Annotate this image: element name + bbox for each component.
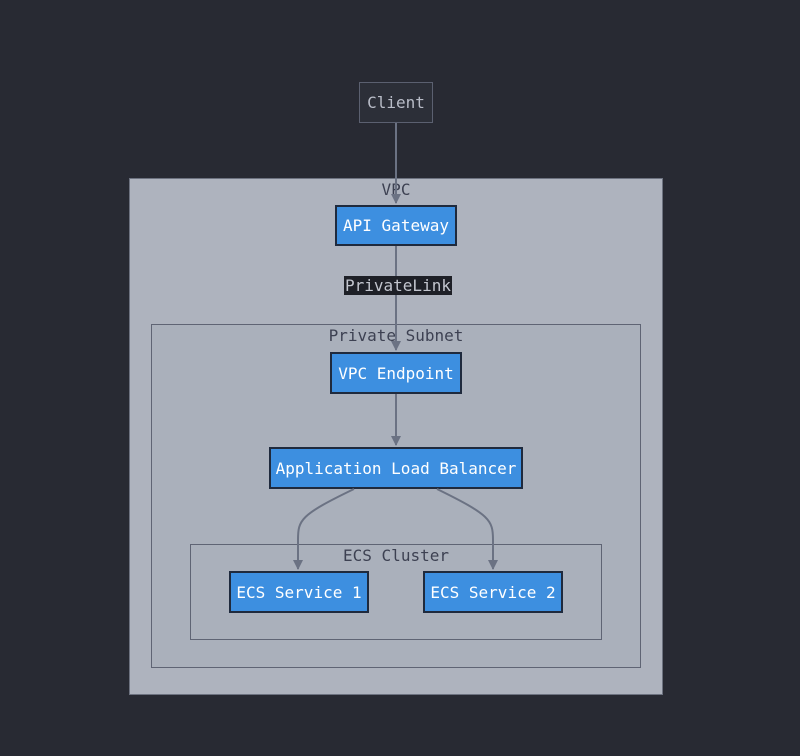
- api-gateway-node[interactable]: API Gateway: [335, 205, 457, 246]
- private-subnet-group-label: Private Subnet: [328, 326, 464, 345]
- ecs-service-1-node[interactable]: ECS Service 1: [229, 571, 369, 613]
- ecs-service-2-node[interactable]: ECS Service 2: [423, 571, 563, 613]
- api-gateway-node-label: API Gateway: [343, 216, 449, 235]
- ecs-cluster-group: ECS Cluster: [190, 544, 602, 640]
- vpc-endpoint-node[interactable]: VPC Endpoint: [330, 352, 462, 394]
- ecs-service-1-node-label: ECS Service 1: [236, 582, 362, 602]
- vpc-endpoint-node-label: VPC Endpoint: [338, 363, 454, 383]
- privatelink-edge-label: PrivateLink: [344, 276, 452, 295]
- client-node-label: Client: [367, 93, 425, 112]
- vpc-group-label: VPC: [381, 180, 411, 199]
- client-node[interactable]: Client: [359, 82, 433, 123]
- ecs-cluster-group-label: ECS Cluster: [343, 546, 449, 565]
- application-load-balancer-node[interactable]: Application Load Balancer: [269, 447, 523, 489]
- application-load-balancer-node-label: Application Load Balancer: [275, 458, 517, 478]
- ecs-service-2-node-label: ECS Service 2: [430, 582, 556, 602]
